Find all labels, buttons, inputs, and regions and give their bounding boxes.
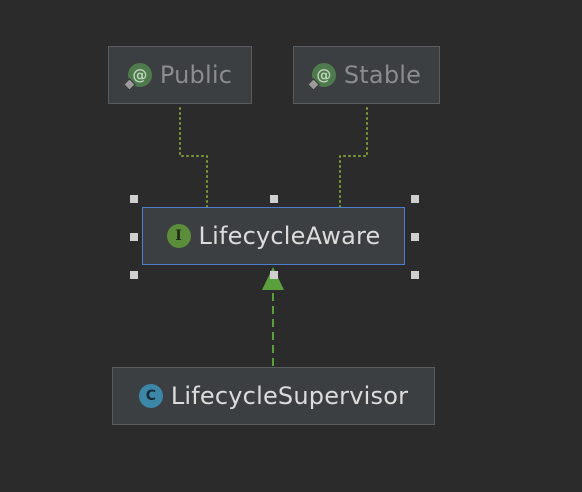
selection-handle-bottom-center[interactable] [270, 271, 278, 279]
selection-handle-middle-left[interactable] [130, 233, 138, 241]
edge-lifecycleaware-stable [339, 104, 368, 208]
node-lifecycleaware-label: LifecycleAware [198, 222, 381, 250]
selection-handle-top-center[interactable] [270, 195, 278, 203]
node-lifecycleaware[interactable]: I LifecycleAware [142, 207, 405, 265]
class-icon: C [138, 384, 163, 408]
selection-handle-top-right[interactable] [411, 195, 419, 203]
interface-icon: I [166, 224, 191, 248]
node-public-label: Public [159, 61, 233, 89]
selection-handle-middle-right[interactable] [411, 233, 419, 241]
node-stable[interactable]: @ Stable [293, 46, 440, 104]
node-public[interactable]: @ Public [108, 46, 252, 104]
node-lifecyclesupervisor[interactable]: C LifecycleSupervisor [112, 367, 435, 425]
node-lifecyclesupervisor-label: LifecycleSupervisor [170, 382, 409, 410]
selection-handle-bottom-right[interactable] [411, 271, 419, 279]
node-stable-label: Stable [343, 61, 422, 89]
edge-lifecycleaware-public [179, 104, 208, 208]
annotation-icon: @ [307, 63, 336, 91]
selection-handle-top-left[interactable] [130, 195, 138, 203]
selection-handle-bottom-left[interactable] [130, 271, 138, 279]
annotation-icon: @ [123, 63, 152, 91]
